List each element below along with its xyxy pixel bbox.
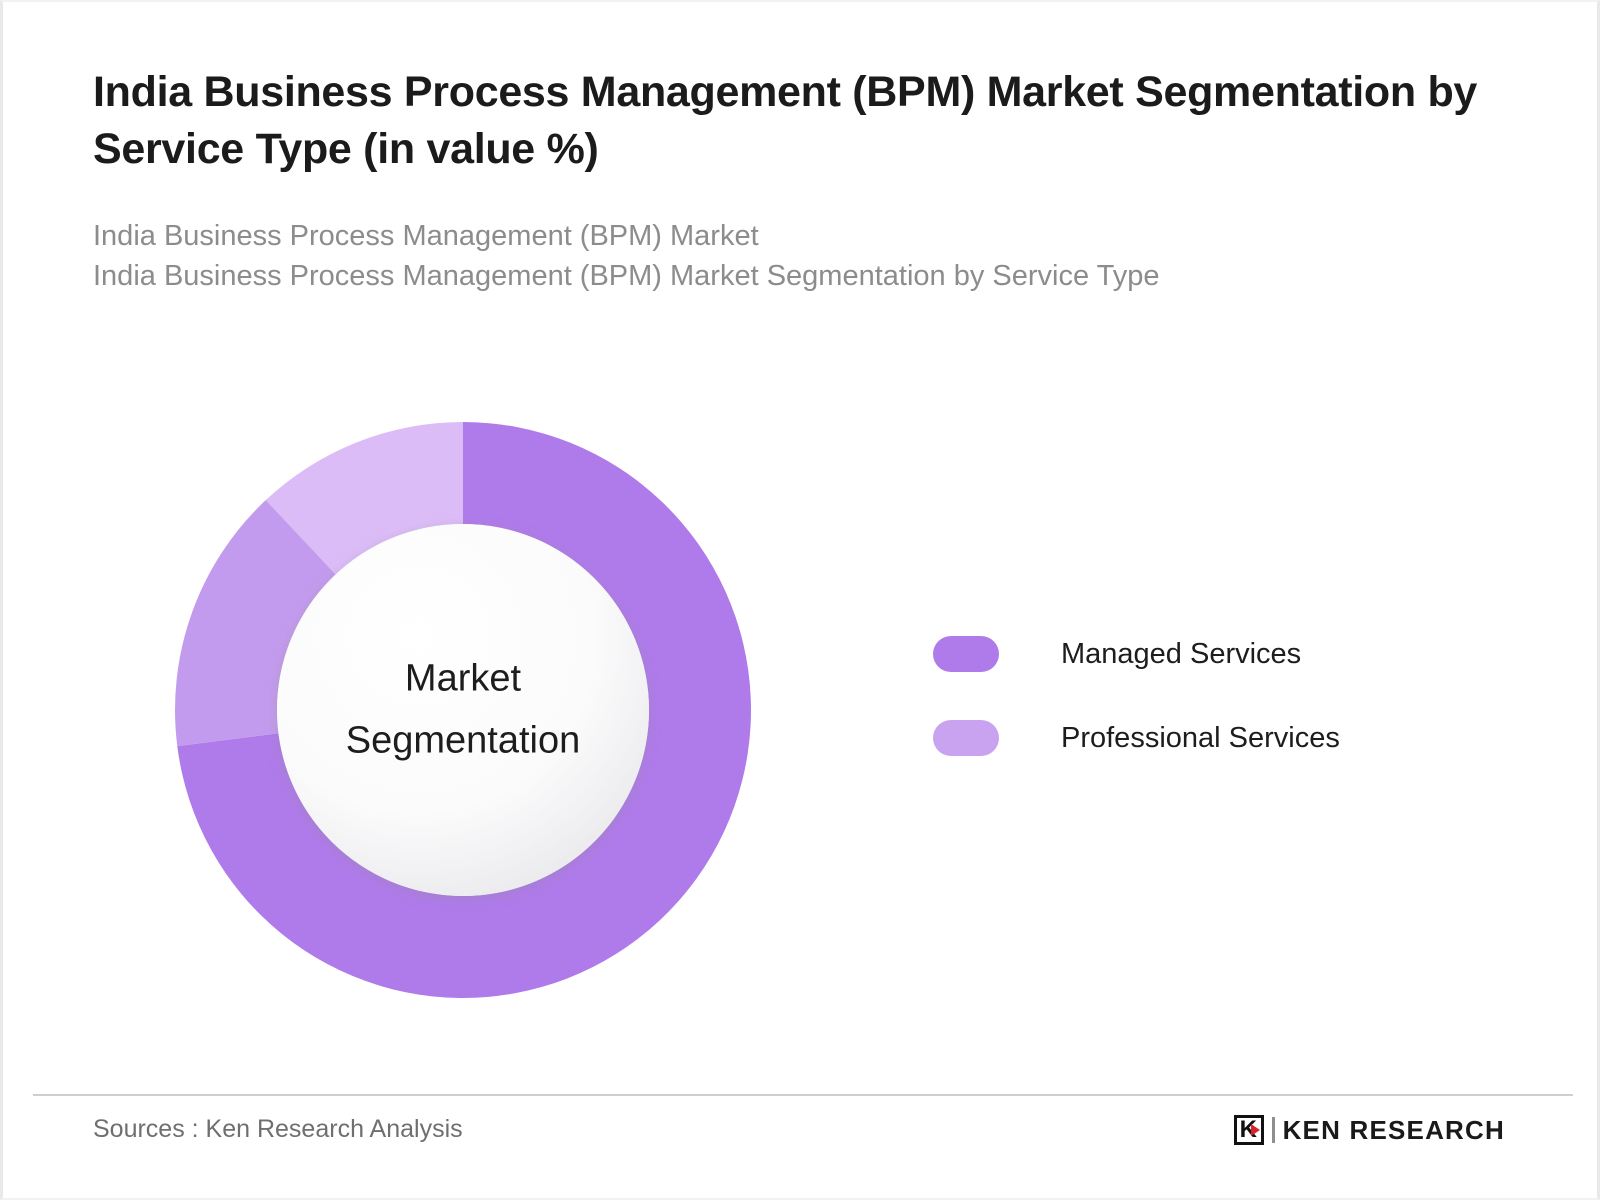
logo-separator-bar: [1271, 1117, 1275, 1143]
header: India Business Process Management (BPM) …: [93, 64, 1513, 297]
donut-slice[interactable]: [177, 422, 751, 998]
legend-label: Professional Services: [1061, 721, 1340, 754]
legend-item-managed-services[interactable]: Managed Services: [933, 632, 1340, 676]
donut-center-hole: [277, 524, 649, 896]
subtitle-block: India Business Process Management (BPM) …: [93, 216, 1513, 297]
chart-area: Market Segmentation Managed Services Pro…: [3, 397, 1600, 1047]
donut-chart: Market Segmentation: [174, 422, 751, 998]
donut-slice-group: [174, 422, 751, 998]
donut-svg: [174, 422, 751, 998]
donut-slice[interactable]: [265, 422, 463, 575]
donut-slice[interactable]: [174, 500, 336, 747]
logo-triangle-icon: [1250, 1124, 1260, 1136]
subtitle-line-1: India Business Process Management (BPM) …: [93, 219, 759, 252]
legend-label: Managed Services: [1061, 637, 1302, 670]
page-title: India Business Process Management (BPM) …: [93, 68, 1478, 173]
ken-research-logo: K KEN RESEARCH: [1233, 1112, 1505, 1148]
source-note: Sources : Ken Research Analysis: [93, 1115, 463, 1143]
chart-legend: Managed Services Professional Services: [933, 632, 1340, 800]
subtitle-line-2: India Business Process Management (BPM) …: [93, 260, 1160, 293]
logo-wordmark: KEN RESEARCH: [1282, 1114, 1505, 1145]
logo-k-letter: K: [1239, 1116, 1257, 1143]
logo-k-mark-icon: K: [1233, 1115, 1264, 1145]
footer-divider: [33, 1094, 1573, 1096]
legend-swatch-icon: [933, 636, 999, 672]
legend-swatch-icon: [933, 720, 999, 756]
legend-item-professional-services[interactable]: Professional Services: [933, 716, 1340, 760]
